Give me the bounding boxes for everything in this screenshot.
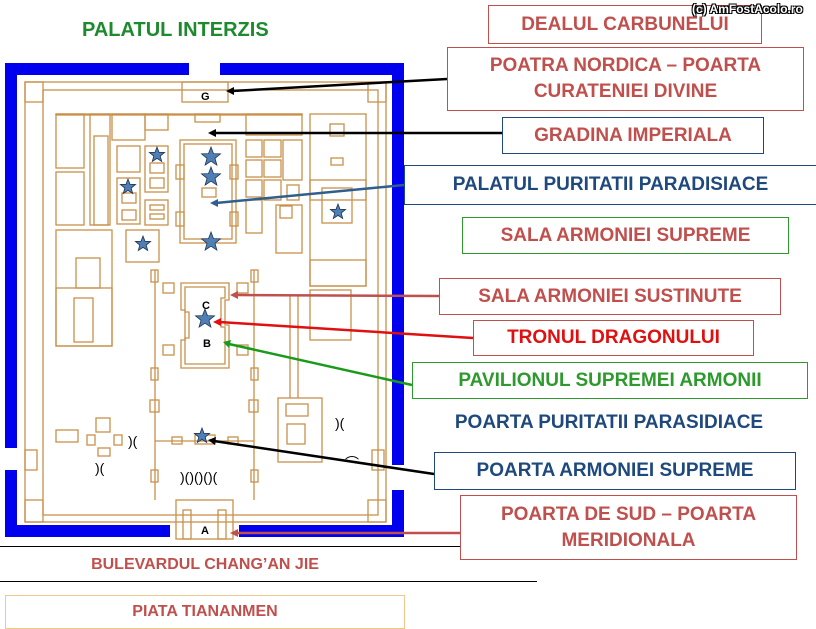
arrow-pavilion	[228, 342, 413, 387]
label-poarta-nordica: POATRA NORDICA – POARTA CURATENIEI DIVINE	[447, 47, 804, 111]
label-poarta-de-sud: POARTA DE SUD – POARTA MERIDIONALA	[460, 495, 797, 560]
arrows	[213, 77, 502, 535]
road-line-bottom	[0, 581, 537, 582]
label-text: PAVILIONUL SUPREMEI ARMONII	[458, 369, 762, 391]
page-title: PALATUL INTERZIS	[82, 19, 269, 41]
star-icon	[329, 202, 347, 220]
label-dealul-carbunelui: DEALUL CARBUNELUI	[488, 5, 762, 44]
road-line-top	[0, 546, 537, 547]
label-text: DEALUL CARBUNELUI	[521, 13, 729, 35]
star-icon	[193, 426, 211, 444]
svg-text:)(: )(	[128, 433, 138, 449]
label-palatul-puritatii: PALATUL PURITATII PARADISIACE	[404, 165, 816, 205]
label-text: POARTA DE SUD – POARTA	[500, 503, 757, 525]
label-text: POATRA NORDICA – POARTA	[489, 55, 762, 76]
label-tronul-dragonului: TRONUL DRAGONULUI	[473, 320, 754, 356]
arrow-poarta-armoniei	[213, 439, 435, 476]
label-text: POARTA PURITATII PARASIDIACE	[454, 412, 764, 433]
letter-c: C	[202, 300, 210, 312]
arrow-g	[231, 77, 448, 93]
label-text: CURATENIEI DIVINE	[533, 81, 718, 102]
gate-letter-g: G	[201, 91, 210, 103]
label-poarta-armoniei: POARTA ARMONIEI SUPREME	[434, 452, 796, 490]
label-poarta-puritatii: POARTA PURITATII PARASIDIACE	[416, 406, 802, 440]
label-bulevardul: BULEVARDUL CHANG’AN JIE	[0, 552, 410, 578]
arrow-c	[235, 293, 440, 298]
label-text: SALA ARMONIEI SUSTINUTE	[478, 285, 742, 307]
label-text: GRADINA IMPERIALA	[534, 124, 732, 146]
arrowheads	[208, 87, 238, 537]
star-icon	[200, 230, 222, 252]
label-text: MERIDIONALA	[561, 529, 696, 551]
decorative-marks: )( )( )( )()()()( ⌒	[95, 415, 359, 485]
svg-text:)()()()(: )()()()(	[180, 469, 218, 485]
star-icon	[134, 234, 152, 252]
svg-text:⌒: ⌒	[345, 455, 359, 471]
label-text: BULEVARDUL CHANG’AN JIE	[91, 556, 319, 573]
star-icon	[200, 165, 222, 187]
arrow-palatul	[215, 183, 405, 205]
svg-text:)(: )(	[335, 415, 345, 431]
star-icon	[194, 307, 216, 329]
label-sala-armoniei-supreme: SALA ARMONIEI SUPREME	[462, 217, 789, 254]
stars	[119, 145, 347, 444]
label-text: POARTA ARMONIEI SUPREME	[476, 460, 754, 481]
label-sala-armoniei-sustinute: SALA ARMONIEI SUSTINUTE	[439, 278, 781, 315]
label-text: PIATA TIANANMEN	[132, 603, 278, 620]
label-gradina-imperiala: GRADINA IMPERIALA	[502, 117, 764, 154]
svg-text:)(: )(	[95, 460, 105, 476]
label-piata-tiananmen: PIATA TIANANMEN	[5, 595, 405, 629]
arrow-tronul	[218, 320, 474, 340]
label-text: SALA ARMONIEI SUPREME	[500, 224, 751, 246]
letter-b: B	[203, 338, 211, 350]
label-text: PALATUL PURITATII PARADISIACE	[452, 174, 769, 195]
watermark: (c) AmFostAcolo.ro	[692, 2, 803, 16]
palace-buildings	[24, 81, 387, 540]
label-pavilionul: PAVILIONUL SUPREMEI ARMONII	[412, 362, 808, 399]
label-text: TRONUL DRAGONULUI	[507, 327, 720, 348]
star-icon	[148, 145, 166, 163]
star-icon	[200, 145, 222, 167]
star-icon	[119, 177, 137, 195]
gate-letter-a: A	[201, 525, 209, 537]
